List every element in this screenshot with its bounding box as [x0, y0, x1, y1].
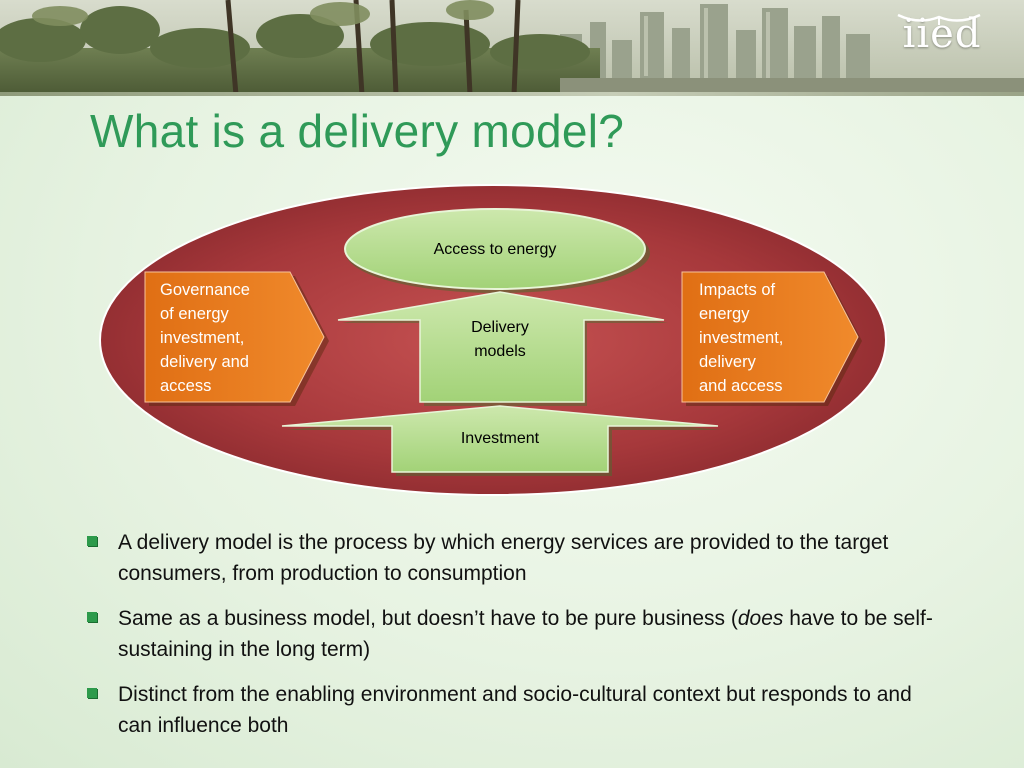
- bullet-item: Distinct from the enabling environment a…: [84, 679, 944, 741]
- impacts-label: Impacts of energy investment, delivery a…: [699, 278, 829, 398]
- governance-arrow: [144, 271, 325, 403]
- banner-divider: [0, 92, 1024, 96]
- bullet-emphasis: does: [737, 607, 784, 630]
- landscape-photo: [0, 0, 1024, 95]
- delivery-label-line1: Delivery: [471, 319, 529, 336]
- investment-arrow: [281, 405, 719, 473]
- bullet-text-after: have to be self-sustaining in the long t…: [118, 607, 933, 661]
- square-bullet-icon: [87, 688, 97, 698]
- square-bullet-icon: [87, 536, 97, 546]
- impacts-line: Impacts of: [699, 281, 776, 299]
- delivery-label-line2: models: [474, 343, 526, 360]
- iied-logo: iied: [894, 12, 990, 74]
- bullet-text-before: Same as a business model, but doesn’t ha…: [118, 607, 738, 630]
- access-to-energy-label: Access to energy: [433, 241, 557, 258]
- governance-line: access: [160, 377, 212, 395]
- impacts-line: and access: [699, 377, 783, 395]
- bullet-text: Distinct from the enabling environment a…: [118, 683, 912, 737]
- governance-line: investment,: [160, 329, 245, 347]
- impacts-line: investment,: [699, 329, 784, 347]
- governance-line: delivery and: [160, 353, 249, 371]
- impacts-arrow: [681, 271, 859, 403]
- bullet-item: A delivery model is the process by which…: [84, 527, 944, 589]
- governance-line: Governance: [160, 281, 250, 299]
- bullet-item: Same as a business model, but doesn’t ha…: [84, 603, 944, 665]
- bullet-text: A delivery model is the process by which…: [118, 531, 889, 585]
- delivery-models-label: Delivery models: [420, 316, 580, 364]
- impacts-line: energy: [699, 305, 750, 323]
- header-banner: iied: [0, 0, 1024, 95]
- delivery-arrow: [337, 291, 665, 403]
- open-book-icon: [897, 13, 981, 25]
- access-ellipse: [344, 208, 646, 290]
- bullet-list: A delivery model is the process by which…: [84, 527, 944, 755]
- investment-label: Investment: [460, 430, 540, 447]
- governance-line: of energy: [160, 305, 229, 323]
- governance-label: Governance of energy investment, deliver…: [160, 278, 300, 398]
- square-bullet-icon: [87, 612, 97, 622]
- impacts-line: delivery: [699, 353, 756, 371]
- slide-title: What is a delivery model?: [90, 105, 625, 157]
